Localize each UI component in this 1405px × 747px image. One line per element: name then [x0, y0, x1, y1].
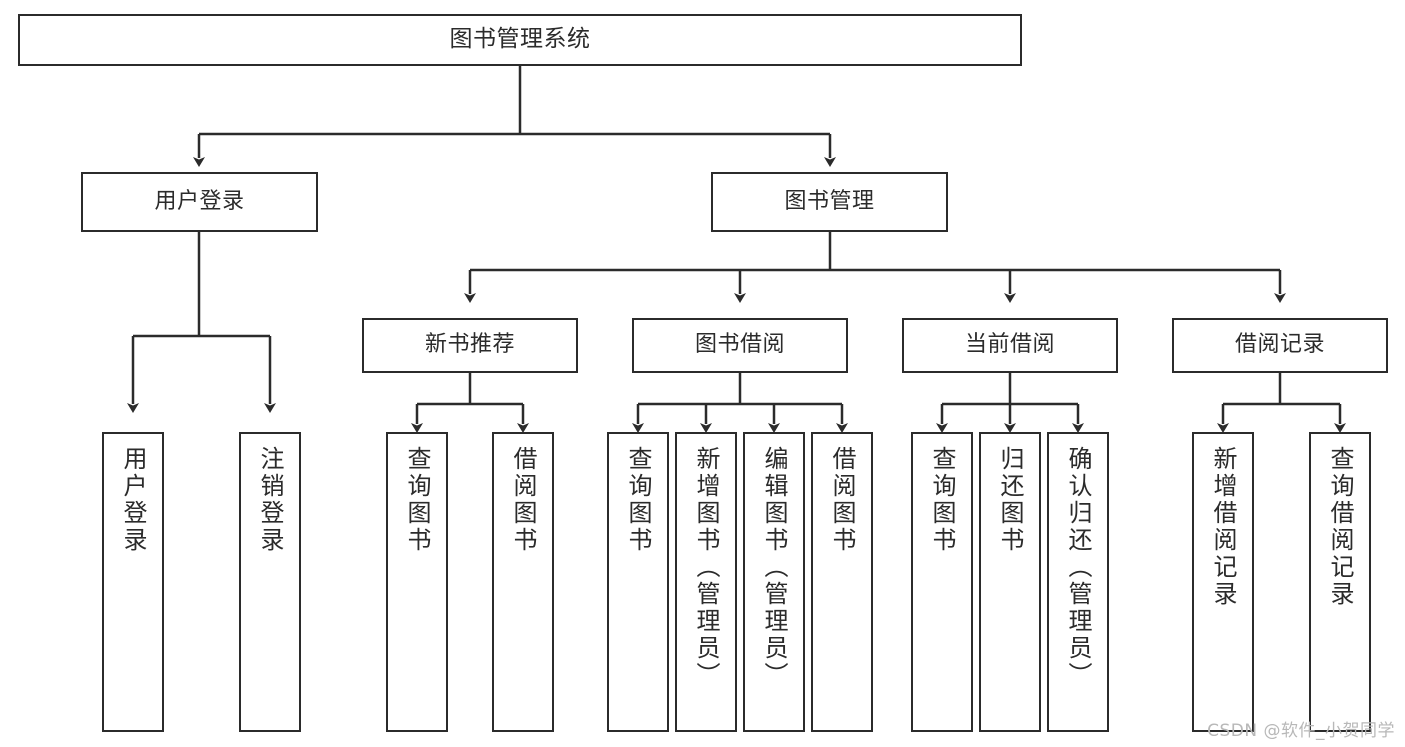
leaf-borrow-edit-book[interactable]: 编辑图书（管理员） — [743, 432, 805, 732]
leaf-current-confirm-return-label: 确认归还（管理员） — [1064, 446, 1092, 689]
node-root-system-label: 图书管理系统 — [449, 26, 591, 53]
node-book-management-label: 图书管理 — [784, 188, 875, 214]
leaf-borrow-add-book[interactable]: 新增图书（管理员） — [675, 432, 737, 732]
leaf-current-query-book-label: 查询图书 — [928, 446, 956, 554]
node-root-system[interactable]: 图书管理系统 — [18, 14, 1022, 66]
node-current-borrow-label: 当前借阅 — [964, 332, 1055, 358]
leaf-current-query-book[interactable]: 查询图书 — [911, 432, 973, 732]
leaf-user-login-logout-label: 注销登录 — [256, 446, 284, 554]
leaf-record-query-record-label: 查询借阅记录 — [1326, 446, 1354, 608]
node-borrow-record[interactable]: 借阅记录 — [1172, 318, 1388, 373]
leaf-borrow-add-book-label: 新增图书（管理员） — [692, 446, 720, 689]
leaf-user-login-login-label: 用户登录 — [119, 446, 147, 554]
leaf-record-add-record-label: 新增借阅记录 — [1209, 446, 1237, 608]
leaf-user-login-login[interactable]: 用户登录 — [102, 432, 164, 732]
node-new-book-recommend-label: 新书推荐 — [424, 332, 515, 358]
leaf-borrow-query-book[interactable]: 查询图书 — [607, 432, 669, 732]
leaf-record-query-record[interactable]: 查询借阅记录 — [1309, 432, 1371, 732]
leaf-current-return-book-label: 归还图书 — [996, 446, 1024, 554]
node-user-login-label: 用户登录 — [154, 188, 245, 214]
node-new-book-recommend[interactable]: 新书推荐 — [362, 318, 578, 373]
node-user-login[interactable]: 用户登录 — [81, 172, 318, 232]
leaf-borrow-borrow-book[interactable]: 借阅图书 — [811, 432, 873, 732]
leaf-user-login-logout[interactable]: 注销登录 — [239, 432, 301, 732]
leaf-recommend-borrow-book-label: 借阅图书 — [509, 446, 537, 554]
node-book-management[interactable]: 图书管理 — [711, 172, 948, 232]
node-book-borrow-label: 图书借阅 — [694, 332, 785, 358]
leaf-recommend-borrow-book[interactable]: 借阅图书 — [492, 432, 554, 732]
leaf-record-add-record[interactable]: 新增借阅记录 — [1192, 432, 1254, 732]
leaf-recommend-query-book[interactable]: 查询图书 — [386, 432, 448, 732]
leaf-recommend-query-book-label: 查询图书 — [403, 446, 431, 554]
leaf-borrow-edit-book-label: 编辑图书（管理员） — [760, 446, 788, 689]
node-book-borrow[interactable]: 图书借阅 — [632, 318, 848, 373]
leaf-current-return-book[interactable]: 归还图书 — [979, 432, 1041, 732]
node-borrow-record-label: 借阅记录 — [1234, 332, 1325, 358]
watermark-text: CSDN @软件_小贺同学 — [1207, 721, 1395, 741]
leaf-current-confirm-return[interactable]: 确认归还（管理员） — [1047, 432, 1109, 732]
leaf-borrow-query-book-label: 查询图书 — [624, 446, 652, 554]
node-current-borrow[interactable]: 当前借阅 — [902, 318, 1118, 373]
leaf-borrow-borrow-book-label: 借阅图书 — [828, 446, 856, 554]
